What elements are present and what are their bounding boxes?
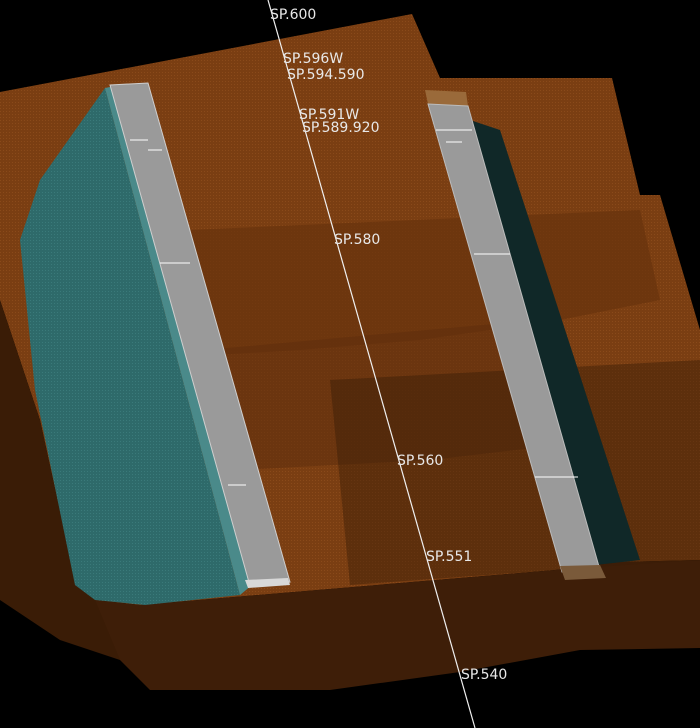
right-beam [425,90,606,580]
right-beam-end-cap [560,565,606,580]
right-teal-strip [470,120,640,565]
left-beam [109,82,291,588]
station-label-sp594590: SP.594.590 [287,67,365,83]
alignment-centerline[interactable] [267,0,476,728]
station-label-sp591w: SP.591W [299,107,359,123]
station-label-sp600: SP.600 [270,7,316,23]
left-beam-body [109,82,291,587]
terrain-front-face [95,560,700,690]
left-beam-end-cap [245,578,290,588]
station-label-sp540: SP.540 [461,667,507,683]
station-label-sp589920: SP.589.920 [302,120,380,136]
right-beam-top-cap [425,90,468,106]
station-label-sp580: SP.580 [334,232,380,248]
station-labels: SP.600 SP.596W SP.594.590 SP.591W SP.589… [270,7,507,683]
station-label-sp551: SP.551 [426,549,472,565]
station-label-sp596w: SP.596W [283,51,343,67]
teal-wall-block [20,85,252,605]
terrain-left-side [0,300,140,660]
teal-wall-top-edge [105,85,252,595]
station-label-sp560: SP.560 [397,453,443,469]
teal-wall-face [20,88,240,605]
